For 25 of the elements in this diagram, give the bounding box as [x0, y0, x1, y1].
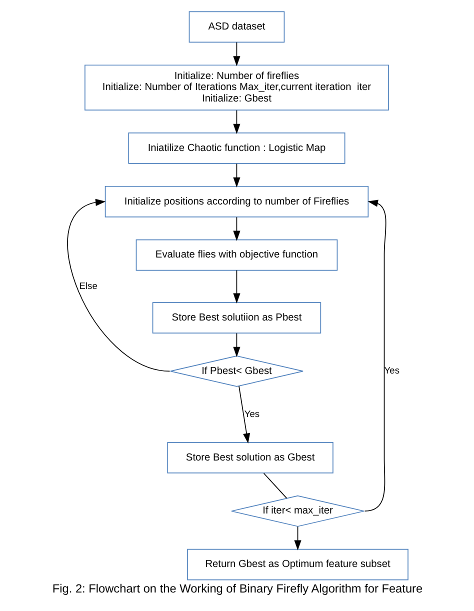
node-box: Store Best solutiion as Pbest — [152, 302, 321, 334]
node-box: Return Gbest as Optimum feature subset — [186, 548, 408, 580]
node-diamond: If Pbest< Gbest — [170, 356, 303, 387]
arrow — [294, 526, 301, 550]
arrow — [232, 163, 240, 188]
arrow — [232, 216, 240, 241]
node-box: Initialize: Number of fireflies Initialize: Number of Iterations Max_iter,current iteration iter Initialize: Gbest — [84, 64, 388, 110]
caption: Fig. 2: Flowchart on the Working of Binary Firefly Algorithm for Feature — [52, 582, 422, 596]
connector — [262, 472, 287, 499]
arrow — [232, 110, 240, 134]
edge-label: Else — [78, 280, 97, 291]
node-diamond: If iter< max_iter — [230, 495, 364, 527]
arrow — [232, 42, 240, 66]
node-box: Store Best solution as Gbest — [166, 442, 333, 474]
arrow — [232, 270, 240, 304]
node-box: Evaluate flies with objective function — [135, 239, 338, 271]
arrow — [67, 198, 170, 372]
node-box: Initialize positions according to number of Fireflies — [104, 186, 368, 218]
edge-label: Yes — [384, 366, 399, 376]
arrow — [364, 200, 386, 512]
arrow — [238, 386, 250, 444]
node-box: ASD dataset — [188, 11, 284, 43]
arrow — [232, 332, 240, 358]
node-box: Iniatilize Chaotic function : Logistic Map — [128, 132, 345, 164]
edge-label: Yes — [244, 408, 260, 419]
